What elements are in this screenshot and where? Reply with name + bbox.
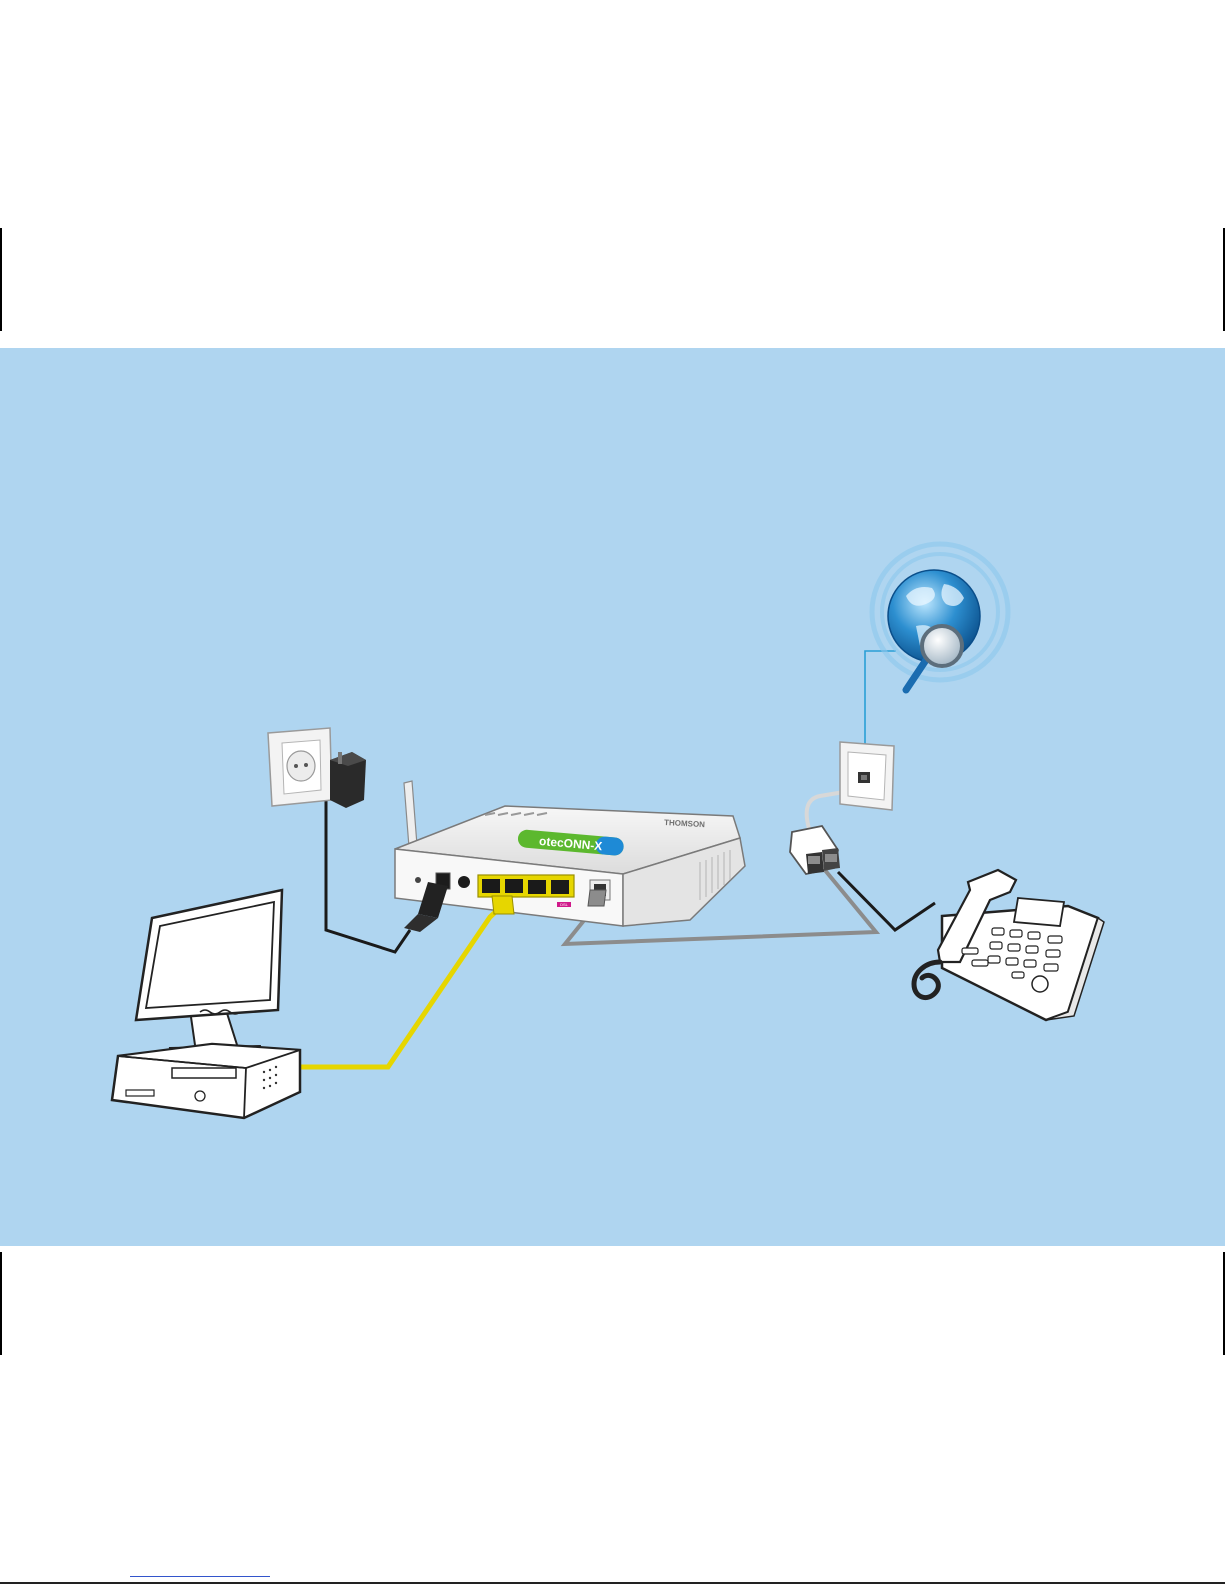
power-socket-icon bbox=[268, 728, 332, 806]
dsl-plug-icon bbox=[588, 890, 606, 906]
splitter-icon bbox=[790, 826, 840, 874]
router-icon: otecONN-X THOMSON DSL bbox=[395, 781, 745, 926]
ethernet-plug-icon bbox=[492, 896, 514, 914]
internet-link-line bbox=[865, 651, 896, 750]
telephone-icon bbox=[914, 870, 1104, 1020]
dsl-port-label: DSL bbox=[560, 902, 569, 907]
power-adapter-icon bbox=[330, 752, 366, 808]
phone-wall-jack-icon bbox=[840, 742, 894, 810]
ethernet-cable bbox=[300, 905, 503, 1067]
desktop-computer-icon bbox=[112, 890, 300, 1118]
